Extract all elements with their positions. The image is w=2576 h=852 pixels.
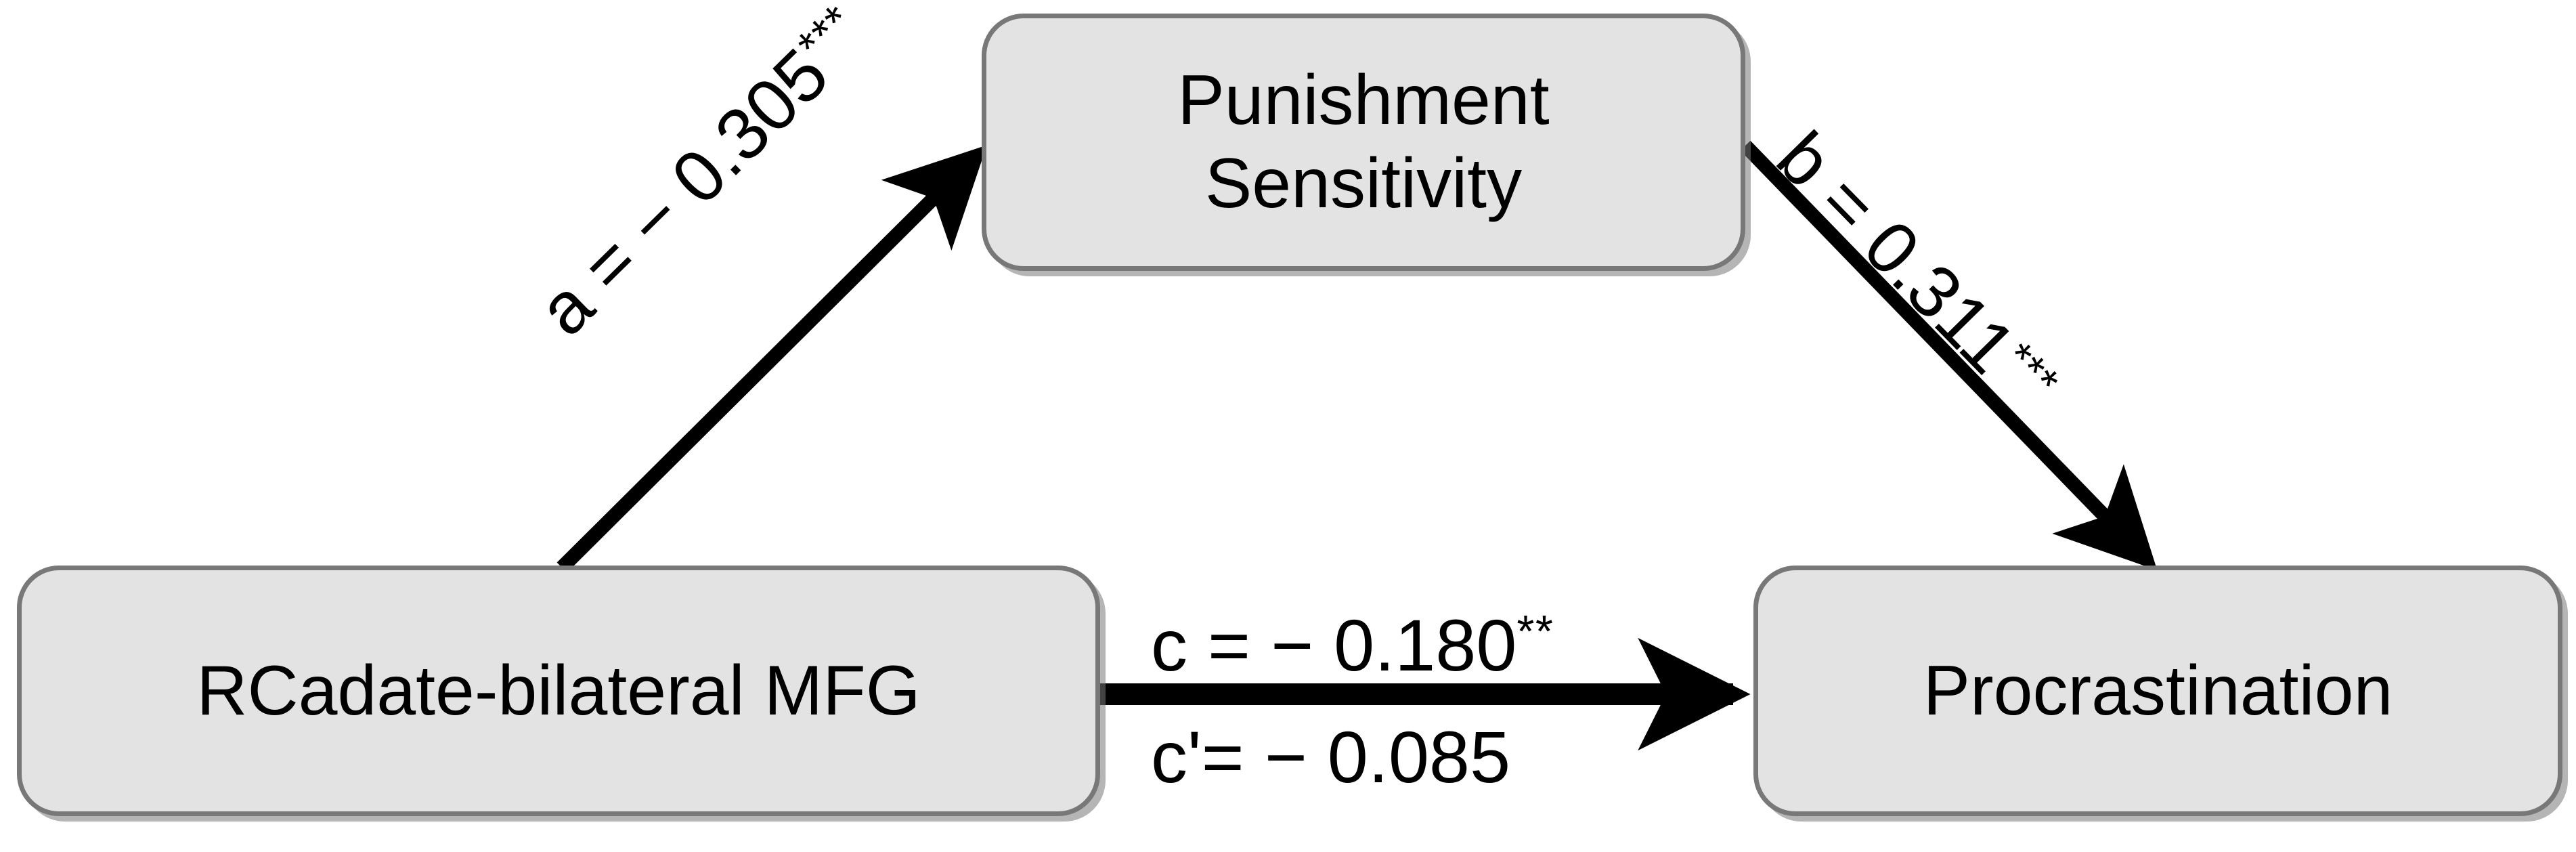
path-c-coefficient-text: c = − 0.180 bbox=[1151, 604, 1517, 686]
node-predictor-label: RCadate-bilateral MFG bbox=[196, 651, 921, 730]
node-mediator-label-line1: Punishment bbox=[1177, 61, 1550, 140]
node-outcome-label: Procrastination bbox=[1923, 651, 2393, 730]
path-c-significance-stars: ** bbox=[1516, 606, 1554, 658]
node-rcadate-bilateral-mfg[interactable]: RCadate-bilateral MFG bbox=[17, 566, 1100, 816]
path-c-prime-coefficient-text: c'= − 0.085 bbox=[1151, 716, 1511, 798]
path-label-c: c = − 0.180** bbox=[1151, 603, 1554, 687]
node-punishment-sensitivity[interactable]: Punishment Sensitivity bbox=[982, 14, 1745, 271]
path-label-b: b = 0.311*** bbox=[1761, 115, 2072, 429]
path-label-c-prime: c'= − 0.085 bbox=[1151, 715, 1510, 799]
node-procrastination[interactable]: Procrastination bbox=[1753, 566, 2562, 816]
path-a-coefficient-text: a = − 0.305 bbox=[522, 33, 844, 351]
node-mediator-label-line2: Sensitivity bbox=[1204, 144, 1523, 223]
path-label-a: a = − 0.305*** bbox=[521, 0, 884, 352]
path-b-coefficient-text: b = 0.311 bbox=[1762, 116, 2032, 389]
